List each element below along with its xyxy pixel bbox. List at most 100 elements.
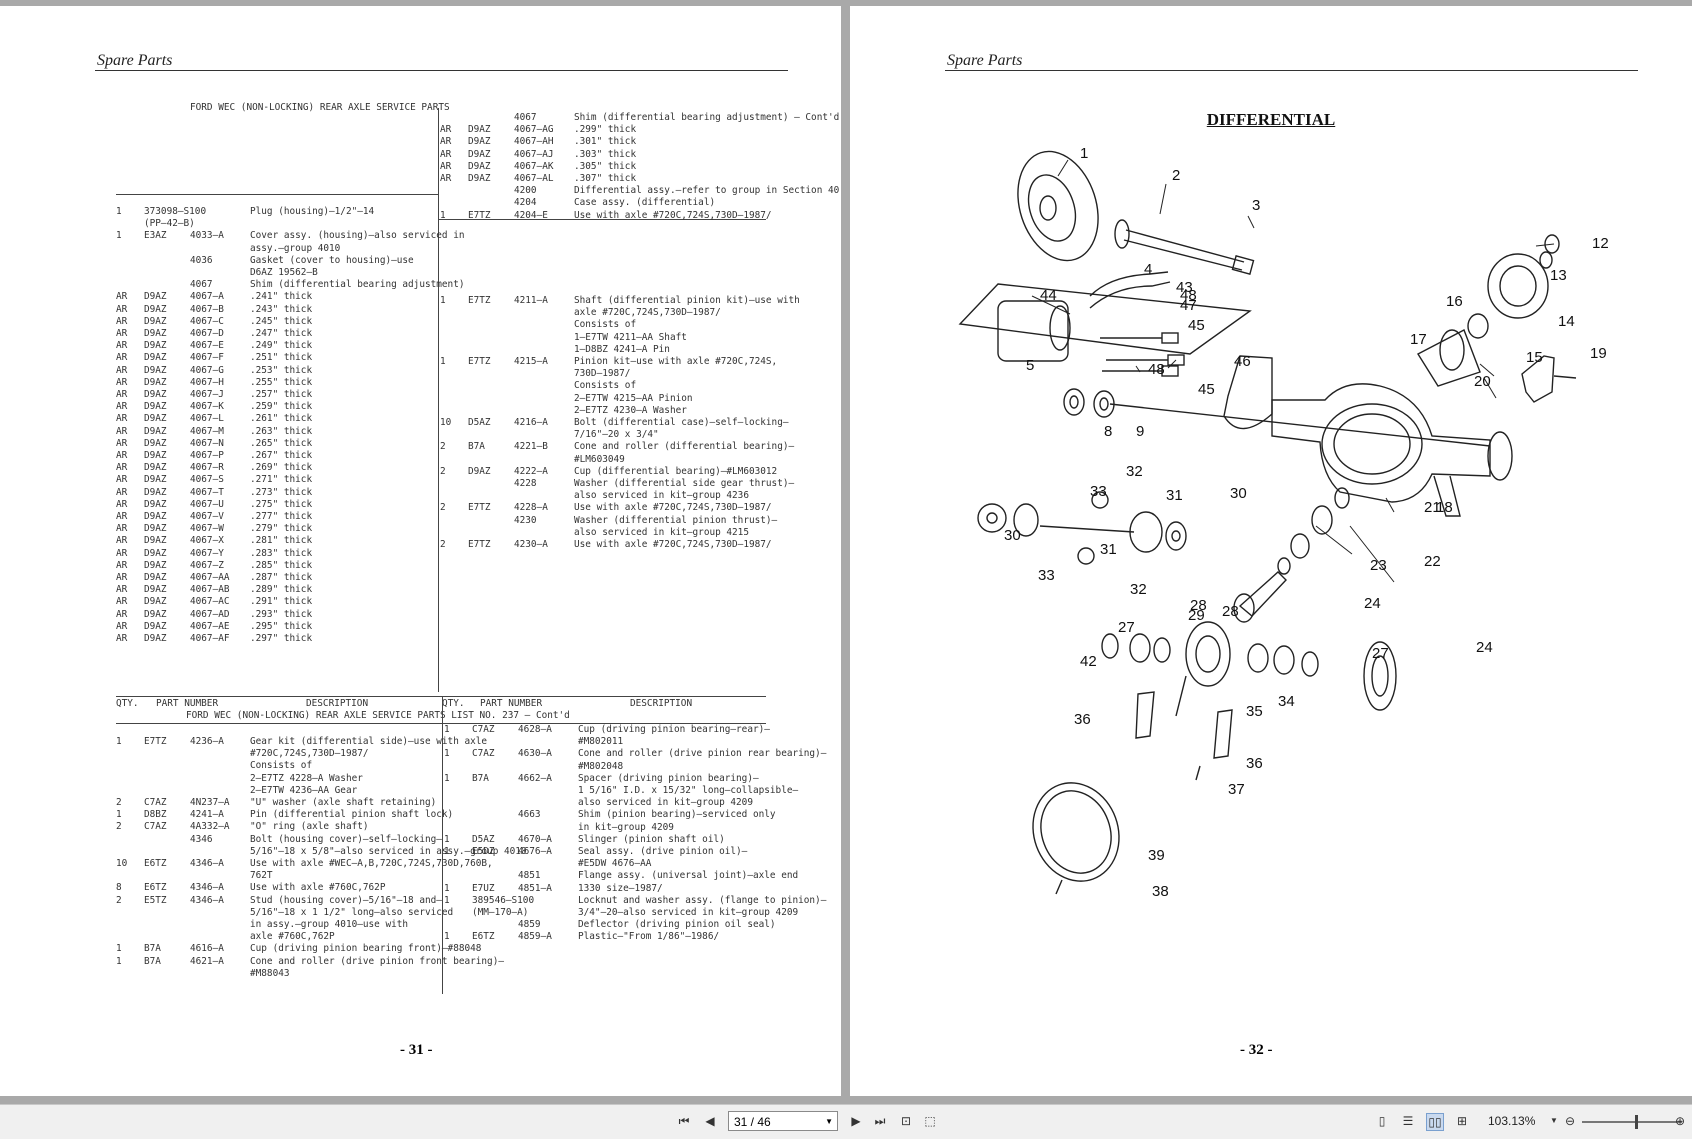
description-cell: Pin (differential pinion shaft lock) — [250, 809, 454, 821]
description-cell: in kit–group 4209 — [578, 821, 674, 833]
part-number-cell: 4215–A — [514, 356, 548, 367]
qty-cell: 1 — [116, 206, 122, 217]
table-row: D6AZ 19562–B — [116, 267, 436, 280]
part-prefix-cell: D9AZ — [144, 584, 167, 596]
callout-number: 3 — [1252, 197, 1260, 214]
callout-number: 20 — [1474, 373, 1491, 390]
description-cell: .251" thick — [250, 352, 313, 364]
zoom-level[interactable]: 103.13% — [1488, 1114, 1536, 1128]
qty-cell: AR — [116, 376, 128, 388]
part-prefix-cell: D5AZ — [472, 833, 495, 845]
part-prefix-cell: D9AZ — [144, 315, 167, 327]
zoom-out-icon[interactable]: ⊖ — [1564, 1114, 1576, 1128]
table-title-continued: FORD WEC (NON-LOCKING) REAR AXLE SERVICE… — [186, 710, 570, 721]
last-page-icon[interactable]: ⏭ — [874, 1114, 886, 1128]
fit-page-icon[interactable]: ⊡ — [900, 1114, 912, 1128]
zoom-dropdown-icon[interactable]: ▼ — [1550, 1116, 1558, 1125]
description-cell: .283" thick — [250, 547, 313, 559]
description-cell: 762T — [250, 870, 273, 882]
part-number-cell: 4663 — [518, 809, 541, 821]
part-prefix-cell: D9AZ — [144, 364, 167, 376]
qty-cell: AR — [116, 352, 128, 364]
axle-housing-left-tube — [958, 271, 1252, 362]
page-number: - 31 - — [400, 1042, 433, 1058]
qty-cell: 1 — [444, 882, 450, 894]
part-number-cell: 4228 — [514, 478, 537, 489]
callout-number: 46 — [1234, 353, 1251, 370]
part-number-cell: 4859–A — [518, 931, 552, 943]
callout-number: 19 — [1590, 345, 1607, 362]
callout-number: 34 — [1278, 693, 1295, 710]
page-value: 31 / 46 — [734, 1115, 771, 1129]
qty-cell: AR — [116, 572, 128, 583]
fit-width-icon[interactable]: ⬚ — [924, 1114, 936, 1128]
part-prefix-cell: E3AZ — [144, 230, 167, 242]
description-cell: #720C,724S,730D–1987/ — [250, 748, 369, 760]
first-page-icon[interactable]: ⏮ — [678, 1114, 690, 1128]
callout-number: 33 — [1090, 483, 1107, 500]
callout-number: 24 — [1364, 595, 1381, 612]
table-row: 1–D8BZ 4241–A Pin — [440, 344, 766, 357]
viewer-toolbar: ⏮ ◀ 31 / 46 ▼ ▶ ⏭ ⊡ ⬚ ▯ ☰ ▯▯ ⊞ 103.13% ▼… — [0, 1104, 1692, 1139]
callout-number: 45 — [1198, 381, 1215, 398]
caps-and-bolts — [1135, 675, 1233, 781]
callout-number: 38 — [1152, 883, 1169, 900]
page-input[interactable]: 31 / 46 ▼ — [728, 1111, 838, 1131]
description-cell: Gear kit (differential side)–use with ax… — [250, 736, 488, 747]
description-cell: .263" thick — [250, 425, 313, 437]
zoom-slider[interactable] — [1582, 1115, 1682, 1129]
callout-number: 9 — [1136, 423, 1144, 440]
callout-number: 16 — [1446, 293, 1463, 310]
qty-cell: AR — [116, 364, 128, 376]
zoom-in-icon[interactable]: ⊕ — [1674, 1114, 1686, 1128]
part-prefix-cell: E7TZ — [468, 209, 491, 221]
prev-page-icon[interactable]: ◀ — [705, 1114, 715, 1128]
table-row: 7/16"–20 x 3/4" — [440, 429, 766, 442]
description-cell: .297" thick — [250, 633, 313, 644]
part-prefix-cell: E7TZ — [144, 736, 167, 747]
description-cell: Flange assy. (universal joint)–axle end — [578, 870, 799, 882]
part-prefix-cell: D9AZ — [144, 328, 167, 339]
continuous-facing-icon[interactable]: ⊞ — [1456, 1114, 1468, 1128]
description-cell: 2–E7TW 4215–AA Pinion — [574, 392, 693, 404]
description-cell: Seal assy. (drive pinion oil)– — [578, 846, 748, 857]
chevron-down-icon[interactable]: ▼ — [825, 1117, 833, 1126]
table-row: 5/16"–18 x 1 1/2" long–also serviced — [116, 907, 453, 920]
qty-cell: AR — [116, 303, 128, 315]
continuous-page-icon[interactable]: ☰ — [1402, 1114, 1414, 1128]
part-prefix-cell: D9AZ — [144, 376, 167, 388]
description-cell: .277" thick — [250, 511, 313, 522]
table-row: Consists of — [440, 319, 766, 332]
description-cell: .245" thick — [250, 315, 313, 327]
description-cell: Use with axle #720C,724S,730D–1987/ — [574, 502, 772, 514]
single-page-icon[interactable]: ▯ — [1378, 1114, 1386, 1128]
part-number-cell: 4851–A — [518, 882, 552, 894]
qty-cell: AR — [116, 608, 128, 620]
description-header: DESCRIPTION — [630, 698, 693, 709]
facing-pages-icon[interactable]: ▯▯ — [1426, 1113, 1444, 1131]
description-cell: 1330 size–1987/ — [578, 882, 663, 894]
part-number-cell: 4067–D — [190, 328, 224, 339]
zoom-slider-thumb[interactable] — [1635, 1115, 1639, 1129]
description-cell: Bolt (housing cover)–self–locking– — [250, 833, 442, 845]
table-row: Consists of — [440, 380, 766, 393]
next-page-icon[interactable]: ▶ — [851, 1114, 861, 1128]
description-cell: .253" thick — [250, 364, 313, 376]
callout-number: 35 — [1246, 703, 1263, 720]
